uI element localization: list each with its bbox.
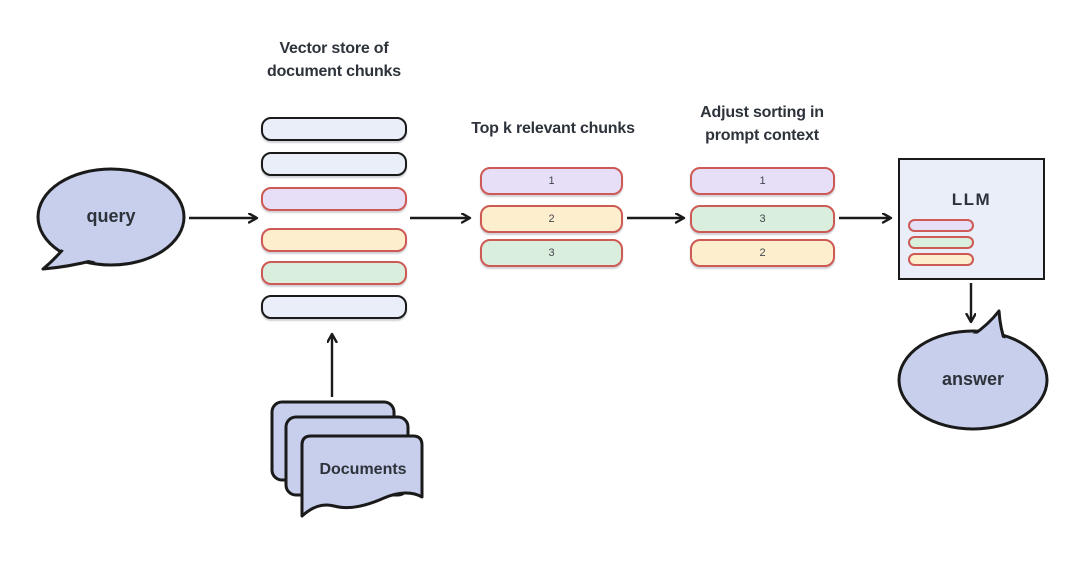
adjust-chunk-2-number: 3 [759, 213, 766, 225]
answer-bubble [897, 309, 1049, 431]
query-label: query [86, 206, 136, 226]
adjust-title-line2: prompt context [705, 127, 819, 144]
vector-store-row-5 [261, 261, 407, 285]
vector-store-row-4 [261, 228, 407, 252]
vector-store-title-line2: document chunks [267, 63, 401, 80]
topk-chunk-2: 2 [480, 205, 623, 233]
query-bubble-tail [41, 245, 97, 271]
llm-pill-3 [908, 253, 974, 266]
topk-chunk-1-number: 1 [548, 175, 555, 187]
document-front-page [300, 434, 424, 518]
vector-store-title-line1: Vector store of [279, 40, 389, 57]
vector-store-row-1 [261, 117, 407, 141]
topk-title: Top k relevant chunks [471, 120, 635, 137]
query-bubble [36, 167, 186, 271]
adjust-chunk-1-number: 1 [759, 175, 766, 187]
llm-pill-2 [908, 236, 974, 249]
vector-store-row-6 [261, 295, 407, 319]
adjust-title: Adjust sorting in prompt context [662, 101, 862, 147]
adjust-chunk-2: 3 [690, 205, 835, 233]
topk-chunk-2-number: 2 [548, 213, 555, 225]
llm-label: LLM [951, 190, 992, 209]
documents-label: Documents [319, 461, 407, 478]
vector-store-title: Vector store of document chunks [234, 37, 434, 83]
documents-stack [270, 400, 424, 518]
adjust-title-line1: Adjust sorting in [700, 104, 824, 121]
llm-box: LLM [898, 158, 1045, 280]
topk-chunk-1: 1 [480, 167, 623, 195]
topk-chunk-3: 3 [480, 239, 623, 267]
vector-store-row-2 [261, 152, 407, 176]
adjust-chunk-3: 2 [690, 239, 835, 267]
adjust-chunk-3-number: 2 [759, 247, 766, 259]
llm-pill-1 [908, 219, 974, 232]
vector-store-row-3 [261, 187, 407, 211]
adjust-chunk-1: 1 [690, 167, 835, 195]
answer-label: answer [941, 369, 1005, 389]
topk-chunk-3-number: 3 [548, 247, 555, 259]
